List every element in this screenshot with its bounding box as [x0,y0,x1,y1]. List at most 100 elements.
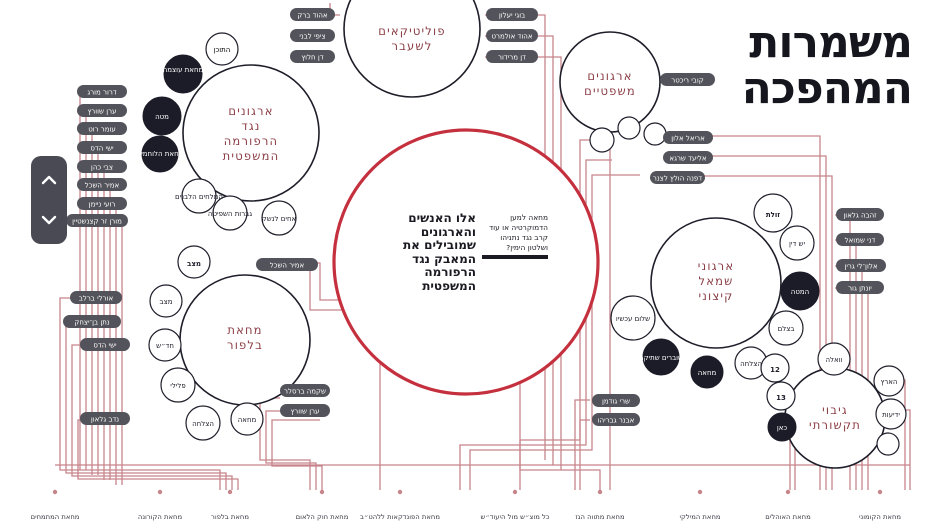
left-orgs-title-3: קיצוני [698,289,733,303]
person-name: אריאל אלון [671,134,705,142]
person-name: אליעד שרגא [669,154,706,162]
protest-label[interactable]: מחאת הפונדקאות ללהט״ב [360,513,440,521]
center-bar [482,255,548,259]
protest-label[interactable]: כל מוצ״ש מול היעוד״ש [481,513,550,521]
person-pill-ehud-olmert[interactable]: אהוד אולמרט [486,29,538,42]
shalom-achshav-text: שלום עכשיו [616,315,650,323]
scroll-down-button[interactable] [31,200,67,240]
protest-label[interactable]: מחאת המילקי [679,513,720,521]
person-name: קובי ריכטר [671,76,703,84]
person-pill-omer-roth[interactable]: עומר רוט [77,122,127,135]
shomrim-logo [185,405,221,441]
person-pill-bg [77,104,127,117]
lohamim-circle [141,135,179,173]
person-pill-bogie-yaalon[interactable]: בוגי יעלון [486,8,538,21]
person-pill-amir-hasckel[interactable]: אמיר השכל [256,258,318,271]
haaretz-text: הארץ [881,378,898,386]
protest-label[interactable]: מחאת חוק הלאום [296,513,349,521]
person-pill-bg [80,338,130,351]
protest-node [877,489,883,495]
left-orgs-title-2: שמאל [699,274,734,288]
person-pill-kobi-richter[interactable]: קובי ריכטר [660,73,715,86]
protest-label[interactable]: מחאת הקורונה [138,513,182,521]
channel12-logo [760,353,790,383]
people-labels: אהוד ברק ציפי לבני דן חלוץ בוגי יעלון אהוד א… [63,8,886,426]
person-pill-bg [280,384,330,397]
person-pill-yonatan-gur[interactable]: יונתן גור [836,281,884,294]
avrah-circle [163,54,203,94]
person-pill-eran-schwartz[interactable]: ערן שוורץ [280,404,330,417]
protest-label[interactable]: מחאת הקומוני [859,513,901,521]
person-pill-alon-lee-green[interactable]: אלון־לי גרין [836,259,886,272]
person-pill-bg [290,29,335,42]
protest-node [697,489,703,495]
person-pill-bg [63,315,121,328]
zulat-logo [753,193,793,233]
gvirot-circle [212,195,248,231]
person-pill-yishai-hadas-2[interactable]: ישי הדס [80,338,130,351]
lohamim-text: מחאת הלוחמים [137,150,184,158]
person-pill-eran-schwartz[interactable]: ערן שוורץ [77,104,127,117]
person-pill-yesh-din-label[interactable]: דני שמואל [836,233,884,246]
person-pill-dan-meridor[interactable]: דן מרידור [486,50,538,63]
ynet-text: ידיעות [882,411,900,419]
zulat-text: זולת [766,211,780,219]
person-pill-tzipi-livni[interactable]: ציפי לבני [290,29,335,42]
walla-logo [817,342,851,376]
person-name: אבנר גבריהו [598,416,635,424]
channel13-text: 13 [776,394,786,402]
person-name: דני שמואל [845,236,876,244]
person-pill-nadav-galon[interactable]: נדב גלאון [80,412,130,425]
person-pill-bg [663,151,713,164]
person-pill-bg [836,208,884,221]
protest-label[interactable]: מחאת האוהלים [765,513,810,521]
person-pill-ehud-barak[interactable]: אהוד ברק [290,8,335,21]
person-pill-bg [80,412,130,425]
person-name: רועי ניימן [89,200,116,208]
person-pill-avner-gvaryahu[interactable]: אבנר גבריהו [592,413,640,426]
protest-label[interactable]: מחאת המתמחים [31,513,80,521]
person-pill-eliad-shraga[interactable]: אליעד שרגא [663,151,713,164]
person-pill-yael-fiedler[interactable]: רועי ניימן [77,197,127,210]
main-title-line-2: המהפכה [741,63,913,114]
person-name: שקמה ברסלר [284,387,326,395]
politicians-circle [343,0,481,98]
avrah-text: מחאת עוצמה [163,66,204,74]
person-pill-shai-ben[interactable]: שרי גודמן [592,394,640,407]
mahanot-text: המלחים הלבנים [175,193,223,201]
person-pill-yael-shaked[interactable]: דפנה הולץ לצנר [650,171,705,184]
person-pill-amir-hasckel[interactable]: אמיר השכל [77,178,127,191]
person-pill-orly-barlev[interactable]: אורלי ברלב [70,291,122,304]
hadash-logo [148,328,182,362]
mahanot-circle [181,178,217,214]
scroll-up-button[interactable] [31,160,67,200]
protest-label[interactable]: מחאת מתווה הגז [575,513,624,521]
person-pill-yishai-hadas[interactable]: ישי הדס [77,141,127,154]
person-pill-bg [592,413,640,426]
person-name: אורלי ברלב [79,294,114,302]
person-pill-bg [77,178,127,191]
center-subtext: מחאה למען הדמוקרטיה או עוד קרב נגד נתניה… [489,213,548,252]
protest-node [512,489,518,495]
left-orgs-circle [650,217,782,349]
person-pill-natan-zehavi[interactable]: נתן בן־יצחק [63,315,121,328]
person-name: מורן זר קצנשטיין [72,217,122,225]
person-pill-dan-halutz[interactable]: דן חלוץ [290,50,335,63]
channel12-text: 12 [770,366,780,374]
person-pill-tzvi-cohen[interactable]: צבי כהן [77,160,127,173]
legal-orgs-title-4: המשפטית [223,149,280,163]
person-pill-yariv-levin[interactable]: אריאל אלון [663,131,713,144]
person-pill-bg [486,50,538,63]
person-pill-bg [663,131,713,144]
channel13-logo [766,381,796,411]
main-title-line-1: משמרות [749,17,913,68]
protest-label[interactable]: מחאת בלפור [211,513,249,521]
person-pill-moran-zarfati[interactable]: מורן זר קצנשטיין [66,214,128,227]
person-name: ישי הדס [93,341,117,349]
person-pill-shikma-bressler[interactable]: שקמה ברסלר [280,384,330,397]
person-name: אהוד אולמרט [491,32,532,40]
person-pill-dror-morag[interactable]: דרור מורג [77,85,127,98]
brothers-arms-text: אחים לנשק [262,215,297,223]
person-pill-bg [836,233,884,246]
person-pill-zehava-galon[interactable]: זהבה גלאון [836,208,884,221]
